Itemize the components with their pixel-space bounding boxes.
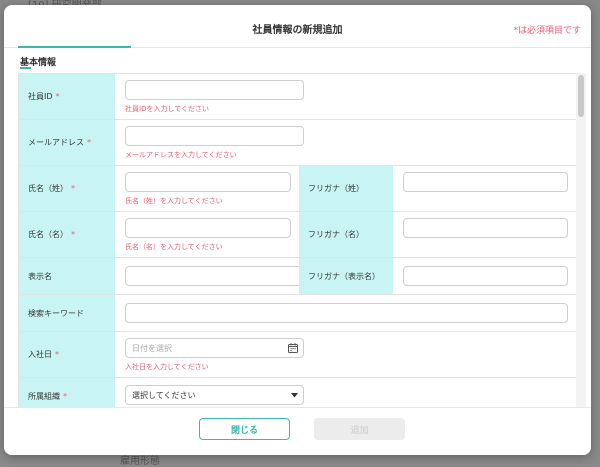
row-display-name: 表示名 フリガナ（表示名） <box>19 258 577 295</box>
modal-footer: 閉じる 追加 <box>4 407 591 455</box>
required-note: *は必須項目です <box>513 23 581 36</box>
required-star: * <box>55 350 59 359</box>
modal-header: 社員情報の新規追加 *は必須項目です <box>4 5 591 48</box>
first-name-input[interactable] <box>125 218 291 238</box>
first-name-kana-input[interactable] <box>403 218 568 238</box>
display-name-kana-input[interactable] <box>403 266 568 286</box>
modal-title: 社員情報の新規追加 <box>4 21 591 36</box>
section-underline <box>20 67 31 69</box>
row-hire-date: 入社日* 日付を選択 入社日を入力してください <box>19 332 577 378</box>
search-keyword-input[interactable] <box>125 303 568 323</box>
header-accent-line <box>18 46 131 48</box>
required-star: * <box>87 138 91 147</box>
form-scrollbar[interactable] <box>576 73 586 407</box>
display-name-input[interactable] <box>125 266 304 286</box>
required-star: * <box>71 230 75 239</box>
row-search-keyword: 検索キーワード <box>19 295 577 332</box>
email-input[interactable] <box>125 126 304 146</box>
employee-id-input[interactable] <box>125 80 304 100</box>
display-name-kana-label: フリガナ（表示名） <box>299 258 393 294</box>
close-button[interactable]: 閉じる <box>199 418 290 440</box>
employee-id-label: 社員ID* <box>19 74 115 119</box>
department-label: 所属組織* <box>19 378 115 408</box>
hire-date-label: 入社日* <box>19 332 115 377</box>
add-employee-modal: 社員情報の新規追加 *は必須項目です 基本情報 社員ID* 社員IDを入力してく… <box>4 5 591 455</box>
last-name-kana-label: フリガナ（姓） <box>299 166 393 211</box>
last-name-error: 氏名（姓）を入力してください <box>125 196 223 206</box>
row-email: メールアドレス* メールアドレスを入力してください <box>19 120 577 166</box>
department-selected-value: 選択してください <box>132 390 196 401</box>
last-name-label: 氏名（姓）* <box>19 166 115 211</box>
hire-date-error: 入社日を入力してください <box>125 362 209 372</box>
display-name-label: 表示名 <box>19 258 115 294</box>
department-select[interactable]: 選択してください <box>125 385 304 405</box>
row-last-name: 氏名（姓）* 氏名（姓）を入力してください フリガナ（姓） <box>19 166 577 212</box>
last-name-input[interactable] <box>125 172 291 192</box>
required-star: * <box>71 184 75 193</box>
hire-date-input[interactable]: 日付を選択 <box>125 338 304 358</box>
add-button[interactable]: 追加 <box>314 418 405 440</box>
required-star: * <box>63 392 67 401</box>
row-first-name: 氏名（名）* 氏名（名）を入力してください フリガナ（名） <box>19 212 577 258</box>
row-department: 所属組織* 選択してください <box>19 378 577 408</box>
calendar-icon[interactable] <box>288 343 298 353</box>
employee-id-error: 社員IDを入力してください <box>125 104 209 114</box>
chevron-down-icon <box>291 393 298 398</box>
required-star: * <box>56 92 60 101</box>
email-label: メールアドレス* <box>19 120 115 165</box>
last-name-kana-input[interactable] <box>403 172 568 192</box>
row-employee-id: 社員ID* 社員IDを入力してください <box>19 74 577 120</box>
search-keyword-label: 検索キーワード <box>19 295 115 331</box>
first-name-label: 氏名（名）* <box>19 212 115 257</box>
form-area: 社員ID* 社員IDを入力してください メールアドレス* メールアドレスを入力し… <box>18 73 578 408</box>
email-error: メールアドレスを入力してください <box>125 150 237 160</box>
scrollbar-thumb[interactable] <box>578 75 584 117</box>
hire-date-placeholder: 日付を選択 <box>132 343 172 354</box>
first-name-kana-label: フリガナ（名） <box>299 212 393 257</box>
first-name-error: 氏名（名）を入力してください <box>125 242 223 252</box>
